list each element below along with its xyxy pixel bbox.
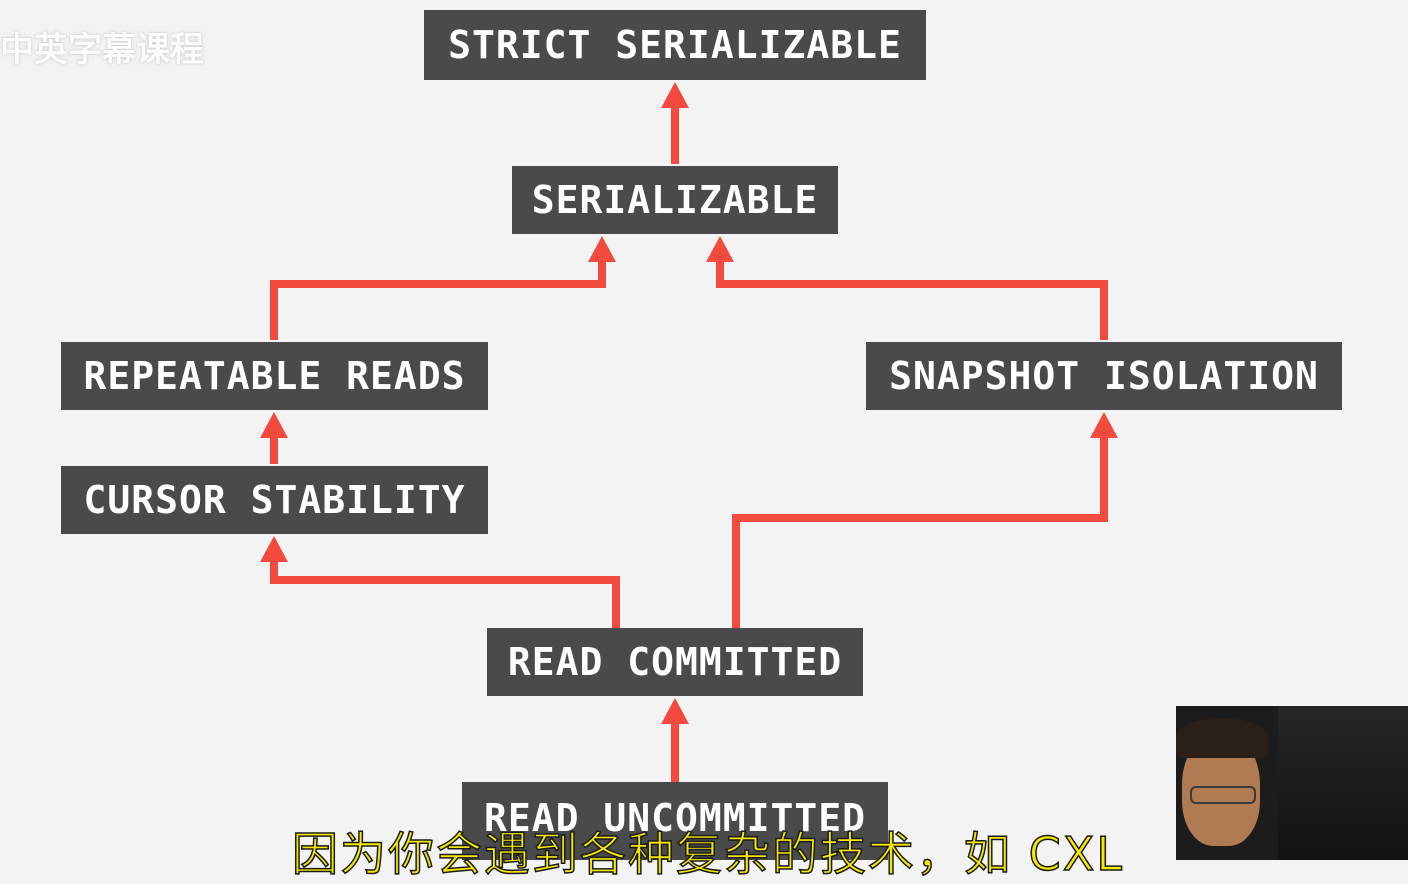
edge-serializable-to-strict-serializable xyxy=(661,82,689,164)
slide-canvas: 中英字幕课程 xyxy=(0,10,1408,882)
edge-cursor-stability-to-repeatable-reads xyxy=(260,412,288,464)
node-serializable: SERIALIZABLE xyxy=(512,166,838,234)
speaker-glasses xyxy=(1190,786,1256,804)
node-snapshot-isolation: SNAPSHOT ISOLATION xyxy=(866,342,1342,410)
node-repeatable-reads: REPEATABLE READS xyxy=(61,342,488,410)
watermark-text: 中英字幕课程 xyxy=(0,30,204,70)
node-read-uncommitted: READ UNCOMMITTED xyxy=(462,782,888,860)
node-read-committed: READ COMMITTED xyxy=(487,628,863,696)
edge-repeatable-reads-to-serializable xyxy=(270,236,616,340)
video-subtitle: 因为你会遇到各种复杂的技术，如 CXL xyxy=(291,826,1124,882)
node-strict-serializable: STRICT SERIALIZABLE xyxy=(424,10,926,80)
speaker-webcam xyxy=(1176,706,1408,860)
edge-read-committed-to-snapshot-isolation xyxy=(732,412,1118,628)
edge-read-uncommitted-to-read-committed xyxy=(661,698,689,782)
webcam-background xyxy=(1278,706,1408,860)
speaker-hair xyxy=(1176,718,1268,758)
node-cursor-stability: CURSOR STABILITY xyxy=(61,466,488,534)
edge-read-committed-to-cursor-stability xyxy=(260,536,620,628)
edge-snapshot-isolation-to-serializable xyxy=(706,236,1108,340)
